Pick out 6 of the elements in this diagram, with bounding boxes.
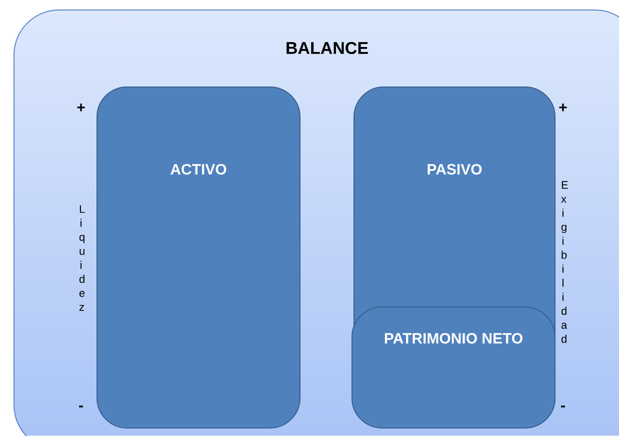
sign: - bbox=[79, 406, 83, 408]
rounded-box: ACTIVO bbox=[96, 86, 300, 428]
vertical-label: Liquidez bbox=[79, 205, 85, 311]
vertical-label: Exigibilidad bbox=[561, 181, 568, 343]
rounded-box: PATRIMONIO NETO bbox=[352, 306, 556, 428]
sign: + bbox=[559, 104, 567, 112]
